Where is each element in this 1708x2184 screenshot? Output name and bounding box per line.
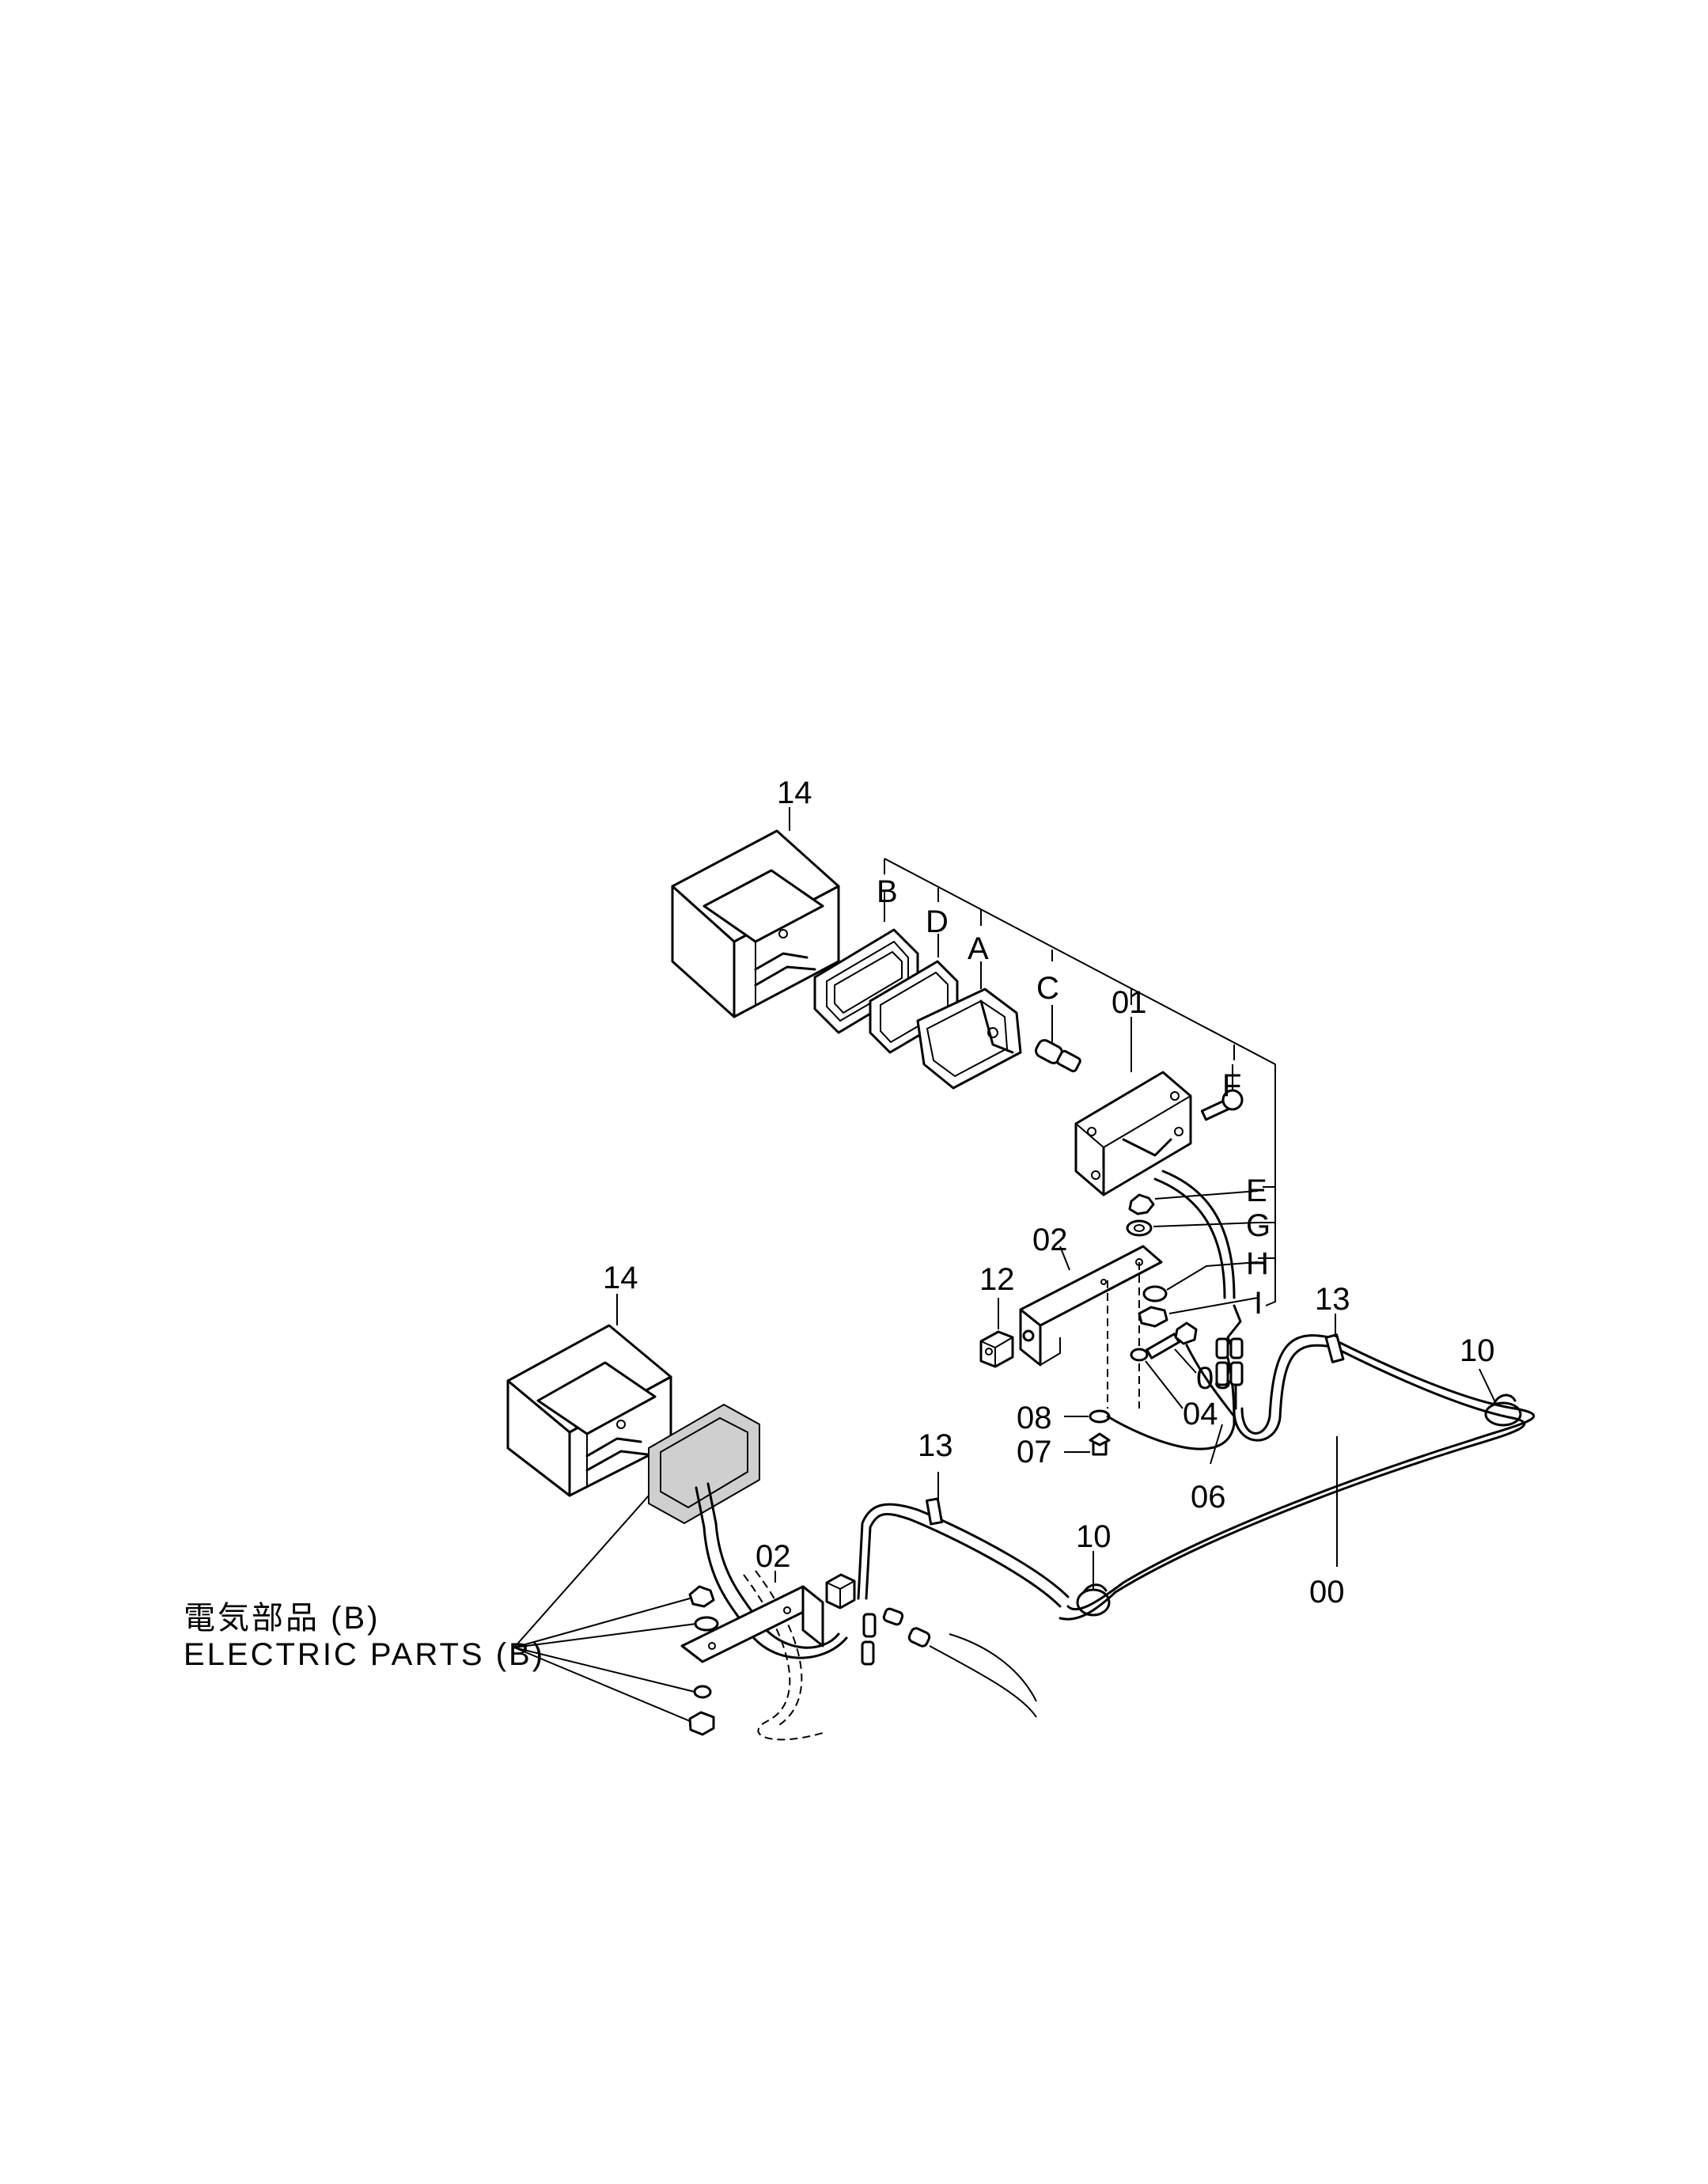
caption-japanese: 電気部品 (B) bbox=[184, 1601, 380, 1636]
lamp-body-01 bbox=[1074, 1017, 1192, 1196]
callout-13-mid: 13 bbox=[918, 1428, 953, 1463]
callout-06: 06 bbox=[1191, 1480, 1226, 1515]
callout-i: I bbox=[1254, 1286, 1263, 1321]
callout-c: C bbox=[1036, 971, 1059, 1006]
star-washer-e bbox=[1128, 1190, 1259, 1215]
nut-lower bbox=[825, 1573, 856, 1610]
screw-f bbox=[1200, 1064, 1244, 1121]
cable-band-10-mid bbox=[1076, 1551, 1111, 1617]
bulb-c bbox=[1035, 1005, 1081, 1073]
lamp-guard-upper bbox=[671, 807, 840, 1018]
callout-e: E bbox=[1246, 1174, 1267, 1208]
clamp-13-mid bbox=[926, 1472, 943, 1526]
kit-bracket-lines bbox=[884, 858, 1276, 1306]
bracket-02-lower bbox=[680, 1571, 824, 1663]
callout-01: 01 bbox=[1112, 985, 1147, 1020]
callout-08: 08 bbox=[1017, 1401, 1052, 1435]
lamp-assembly-lower bbox=[648, 1403, 848, 1741]
callout-02-upper: 02 bbox=[1032, 1223, 1068, 1257]
callout-14-upper: 14 bbox=[777, 775, 812, 810]
callout-02-lower: 02 bbox=[756, 1539, 791, 1574]
connector-terminals bbox=[1215, 1337, 1244, 1410]
clamp-13-right bbox=[1324, 1314, 1345, 1363]
callout-g: G bbox=[1246, 1208, 1271, 1243]
callout-00: 00 bbox=[1309, 1575, 1345, 1610]
bolt-07 bbox=[1064, 1432, 1111, 1456]
callout-f: F bbox=[1222, 1068, 1241, 1103]
callout-b: B bbox=[877, 874, 898, 909]
callout-07: 07 bbox=[1017, 1435, 1052, 1469]
connectors-lower bbox=[861, 1607, 1037, 1718]
caption-english: ELECTRIC PARTS (B) bbox=[184, 1637, 545, 1672]
nut-i bbox=[1138, 1297, 1259, 1328]
callout-14-lower: 14 bbox=[603, 1261, 638, 1295]
callout-04: 04 bbox=[1183, 1397, 1218, 1431]
hardware-lower bbox=[688, 1585, 719, 1736]
main-harness-00 bbox=[1059, 1334, 1536, 1621]
callout-10-mid: 10 bbox=[1076, 1519, 1112, 1554]
callout-d: D bbox=[926, 904, 949, 939]
callout-a: A bbox=[968, 931, 989, 966]
callout-12: 12 bbox=[979, 1262, 1015, 1297]
washer-04 bbox=[1130, 1348, 1183, 1409]
washer-08 bbox=[1064, 1409, 1111, 1424]
nut-12 bbox=[979, 1298, 1014, 1368]
lamp-guard-lower bbox=[506, 1294, 672, 1497]
lens-a bbox=[916, 961, 1022, 1090]
washer-g bbox=[1126, 1219, 1259, 1237]
callout-13-right: 13 bbox=[1315, 1282, 1350, 1317]
lower-harness bbox=[857, 1503, 1070, 1702]
washer-h bbox=[1142, 1261, 1259, 1302]
callout-10-right: 10 bbox=[1460, 1333, 1495, 1368]
callout-h: H bbox=[1246, 1246, 1269, 1281]
cable-band-10-right bbox=[1479, 1368, 1522, 1427]
bolt-03 bbox=[1146, 1321, 1198, 1374]
caption-leader-lines bbox=[513, 1495, 697, 1722]
bracket-02-upper bbox=[1019, 1245, 1163, 1409]
